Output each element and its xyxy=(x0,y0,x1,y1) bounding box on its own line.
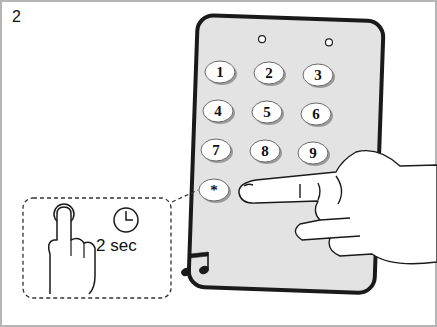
clock-face xyxy=(114,208,138,232)
clock-hands xyxy=(126,211,133,220)
keypad-key: 9 xyxy=(297,141,329,165)
keypad-key: 1 xyxy=(204,60,236,84)
hand-creases xyxy=(300,176,360,238)
key-face xyxy=(199,179,229,201)
key-label: * xyxy=(198,178,230,202)
press-icon xyxy=(49,204,95,294)
fingernail xyxy=(244,184,253,186)
zoom-callout: 2 sec xyxy=(22,197,172,299)
note-stem xyxy=(190,252,208,271)
key-label: 1 xyxy=(204,60,236,84)
step-number: 2 xyxy=(12,8,21,26)
key-face xyxy=(201,139,231,161)
keypad-key: 2 xyxy=(253,61,285,85)
key-label: 5 xyxy=(251,100,283,124)
keypad-key: 6 xyxy=(300,102,332,126)
callout-border xyxy=(23,198,171,298)
key-face xyxy=(254,62,284,84)
key-face xyxy=(298,142,328,164)
keypad-key: 4 xyxy=(202,99,234,123)
key-face xyxy=(250,140,280,162)
keypad-key: * xyxy=(198,178,230,202)
clock-icon xyxy=(114,208,138,232)
beep-notes xyxy=(181,252,210,277)
keypad-key: 5 xyxy=(251,100,283,124)
keypad-key: 3 xyxy=(302,63,334,87)
key-label: 2 xyxy=(253,61,285,85)
key-face xyxy=(301,103,331,125)
key-label: 9 xyxy=(297,141,329,165)
key-face xyxy=(303,64,333,86)
led xyxy=(258,36,265,43)
keypad-key: 7 xyxy=(200,138,232,162)
zoom-leader xyxy=(172,190,198,202)
key-label: 4 xyxy=(202,99,234,123)
duration-text: 2 sec xyxy=(96,236,137,256)
key-label: 8 xyxy=(249,139,281,163)
key-face xyxy=(205,61,235,83)
keypad-key: 8 xyxy=(249,139,281,163)
key-face xyxy=(203,100,233,122)
led xyxy=(325,39,332,46)
key-label: 3 xyxy=(302,63,334,87)
key-label: 7 xyxy=(200,138,232,162)
finger-lines xyxy=(71,240,84,258)
pressing-hand xyxy=(239,151,437,264)
hand-outline xyxy=(239,151,437,264)
key-face xyxy=(252,101,282,123)
key-label: 6 xyxy=(300,102,332,126)
finger-icon xyxy=(49,207,95,294)
note-beam xyxy=(190,252,208,258)
